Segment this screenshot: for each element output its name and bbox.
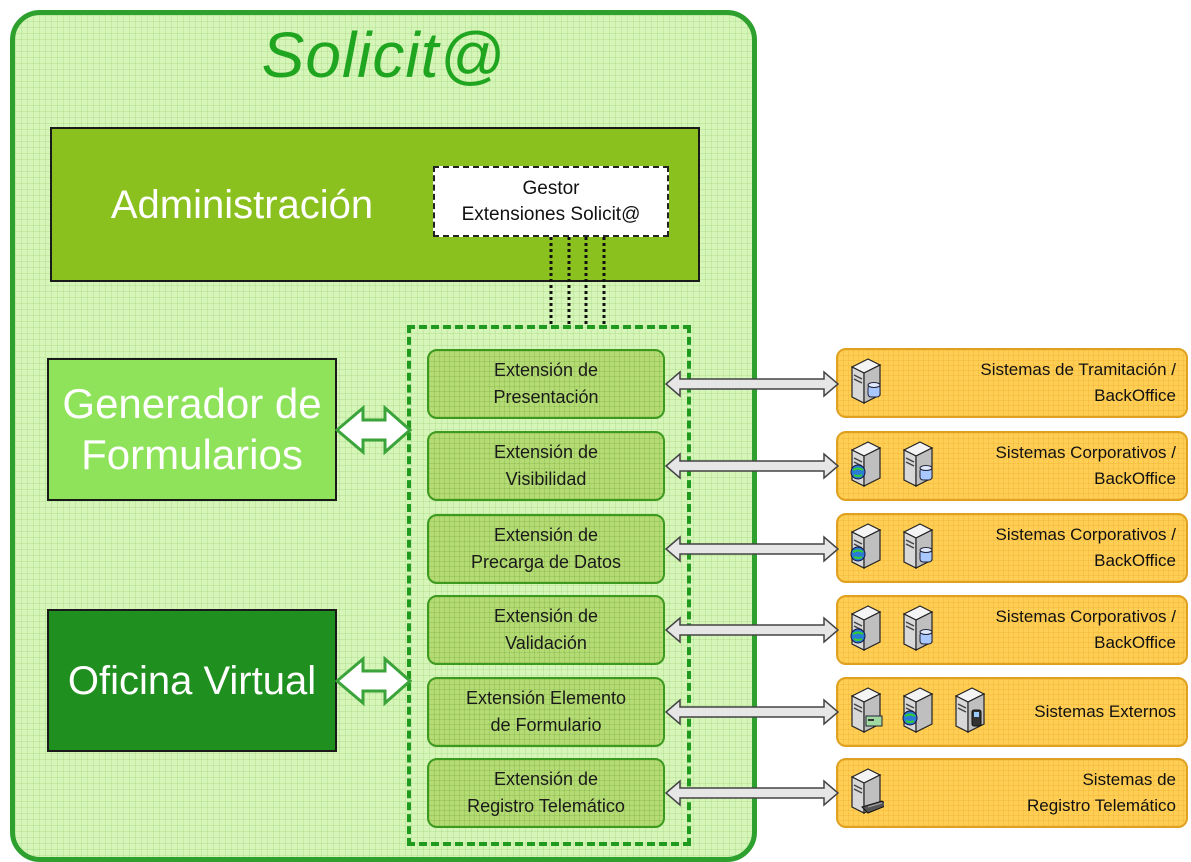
system-corporativos-2: Sistemas Corporativos / BackOffice — [836, 513, 1188, 583]
extension-registro-telematico: Extensión de Registro Telemático — [427, 758, 665, 828]
server-globe-icon — [848, 440, 884, 495]
bidirectional-arrow — [664, 616, 840, 644]
system-line1: Sistemas de — [1082, 769, 1176, 789]
system-line2: BackOffice — [1094, 386, 1176, 405]
extension-line2: Registro Telemático — [467, 796, 625, 816]
extension-line1: Extensión Elemento — [465, 688, 627, 708]
bidirectional-arrow — [664, 452, 840, 480]
extension-line2: de Formulario — [490, 715, 602, 735]
server-keyboard-icon — [848, 767, 890, 822]
system-line2: BackOffice — [1094, 633, 1176, 652]
system-line1: Sistemas Corporativos / — [995, 606, 1176, 626]
system-externos: Sistemas Externos — [836, 677, 1188, 747]
extension-line2: Visibilidad — [505, 469, 587, 489]
gestor-line1: Gestor — [522, 177, 580, 199]
extension-line1: Extensión de — [493, 606, 599, 626]
oficina-arrow — [334, 655, 413, 707]
extension-validacion: Extensión de Validación — [427, 595, 665, 665]
system-line2: Registro Telemático — [1027, 796, 1176, 815]
extension-line1: Extensión de — [493, 442, 599, 462]
administracion-label: Administración — [110, 182, 374, 227]
server-globe-icon — [900, 686, 936, 741]
generador-line1: Generador de — [62, 380, 322, 428]
gestor-dotted-links — [549, 237, 606, 325]
system-corporativos-3: Sistemas Corporativos / BackOffice — [836, 595, 1188, 665]
oficina-label: Oficina Virtual — [67, 658, 317, 703]
extension-line1: Extensión de — [493, 360, 599, 380]
extension-presentacion: Extensión de Presentación — [427, 349, 665, 419]
system-line2: BackOffice — [1094, 469, 1176, 488]
server-phone-icon — [952, 686, 988, 741]
system-tramitacion: Sistemas de Tramitación / BackOffice — [836, 348, 1188, 418]
server-database-icon — [900, 604, 936, 659]
extension-precarga-datos: Extensión de Precarga de Datos — [427, 514, 665, 584]
oficina-virtual-block: Oficina Virtual — [47, 609, 337, 752]
extension-visibilidad: Extensión de Visibilidad — [427, 431, 665, 501]
diagram-title: Solicit@ — [261, 19, 506, 91]
system-line1: Sistemas de Tramitación / — [980, 359, 1176, 379]
bidirectional-arrow — [664, 370, 840, 398]
extension-elemento-formulario: Extensión Elemento de Formulario — [427, 677, 665, 747]
system-line1: Sistemas Corporativos / — [995, 442, 1176, 462]
extension-line1: Extensión de — [493, 769, 599, 789]
system-line1: Sistemas Corporativos / — [995, 524, 1176, 544]
bidirectional-arrow — [664, 698, 840, 726]
generador-formularios-block: Generador de Formularios — [47, 358, 337, 501]
system-line2: BackOffice — [1094, 551, 1176, 570]
extension-line2: Presentación — [493, 387, 599, 407]
generador-line2: Formularios — [81, 430, 303, 478]
gestor-extensiones-box: Gestor Extensiones Solicit@ — [433, 166, 669, 237]
gestor-line2: Extensiones Solicit@ — [461, 203, 641, 225]
server-globe-icon — [848, 522, 884, 577]
server-card-icon — [848, 686, 884, 741]
server-globe-icon — [848, 604, 884, 659]
generador-arrow — [334, 404, 413, 456]
extension-line1: Extensión de — [493, 525, 599, 545]
server-database-icon — [900, 440, 936, 495]
server-database-icon — [848, 357, 884, 412]
extensions-group — [407, 325, 691, 846]
server-database-icon — [900, 522, 936, 577]
system-registro-telematico: Sistemas de Registro Telemático — [836, 758, 1188, 828]
double-arrows — [334, 404, 413, 707]
extension-line2: Validación — [505, 633, 587, 653]
system-corporativos-1: Sistemas Corporativos / BackOffice — [836, 431, 1188, 501]
bidirectional-arrow — [664, 535, 840, 563]
system-line1: Sistemas Externos — [1034, 701, 1176, 721]
system-arrows — [664, 370, 840, 807]
extension-line2: Precarga de Datos — [470, 552, 622, 572]
bidirectional-arrow — [664, 779, 840, 807]
